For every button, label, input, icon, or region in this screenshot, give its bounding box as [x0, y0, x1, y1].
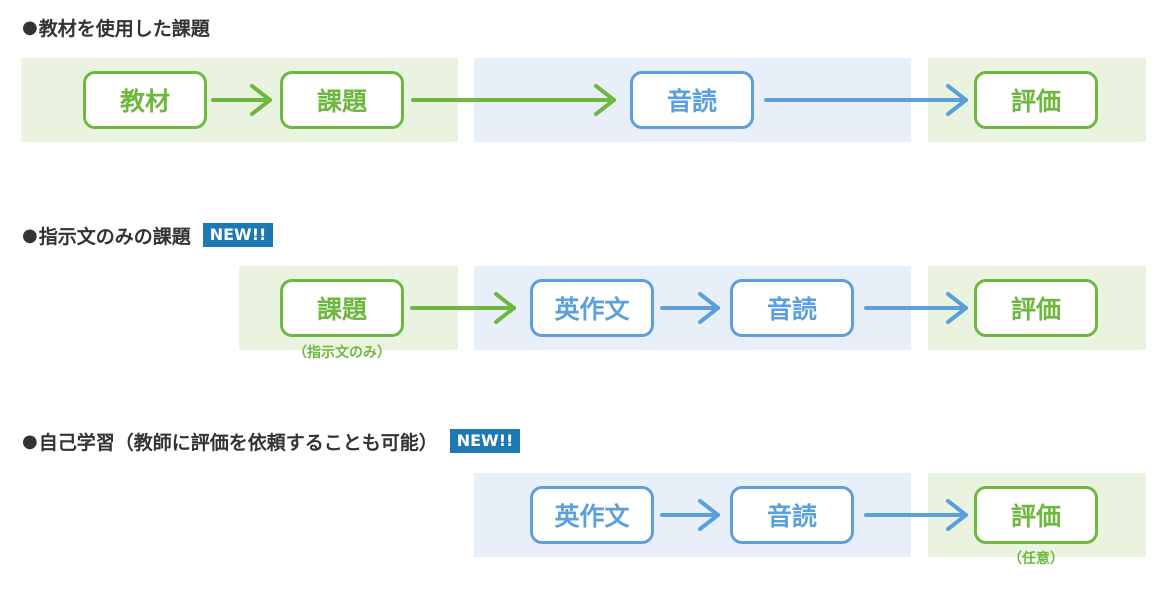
arrow-composition-to-reading	[660, 292, 720, 324]
new-badge: NEW!!	[202, 223, 274, 247]
reading-box: 音読	[730, 486, 854, 544]
arrow-composition-to-reading	[660, 499, 720, 531]
materials-box: 教材	[83, 71, 207, 129]
assignment-box: 課題	[280, 279, 404, 337]
evaluation-box: 評価	[974, 486, 1098, 544]
arrow-reading-to-evaluation	[864, 499, 968, 531]
section-2-title: 指示文のみの課題	[38, 225, 191, 248]
reading-box: 音読	[730, 279, 854, 337]
arrow-assignment-to-reading	[411, 84, 616, 116]
section-3-title: 自己学習（教師に評価を依頼することも可能）	[38, 431, 438, 454]
section-2-heading: ● 指示文のみの課題 NEW!!	[22, 222, 274, 248]
arrow-reading-to-evaluation	[764, 84, 968, 116]
assignment-note: （指示文のみ）	[293, 345, 391, 361]
assignment-box: 課題	[280, 71, 404, 129]
evaluation-note: （任意）	[1008, 551, 1064, 567]
section-1-title: 教材を使用した課題	[38, 17, 210, 40]
section-3-arrows	[660, 499, 968, 531]
bullet-icon: ●	[22, 224, 38, 246]
section-1-heading: ● 教材を使用した課題	[22, 14, 210, 40]
composition-box: 英作文	[530, 279, 654, 337]
evaluation-box: 評価	[974, 279, 1098, 337]
composition-box: 英作文	[530, 486, 654, 544]
bullet-icon: ●	[22, 16, 38, 38]
reading-box: 音読	[630, 71, 754, 129]
arrow-reading-to-evaluation	[864, 292, 968, 324]
section-2-arrows	[410, 292, 968, 324]
evaluation-box: 評価	[974, 71, 1098, 129]
arrow-materials-to-assignment	[211, 84, 272, 116]
bullet-icon: ●	[22, 430, 38, 452]
arrow-assignment-to-composition	[410, 292, 516, 324]
section-3-heading: ● 自己学習（教師に評価を依頼することも可能） NEW!!	[22, 428, 521, 454]
section-1-arrows	[211, 84, 968, 116]
new-badge: NEW!!	[449, 429, 521, 453]
